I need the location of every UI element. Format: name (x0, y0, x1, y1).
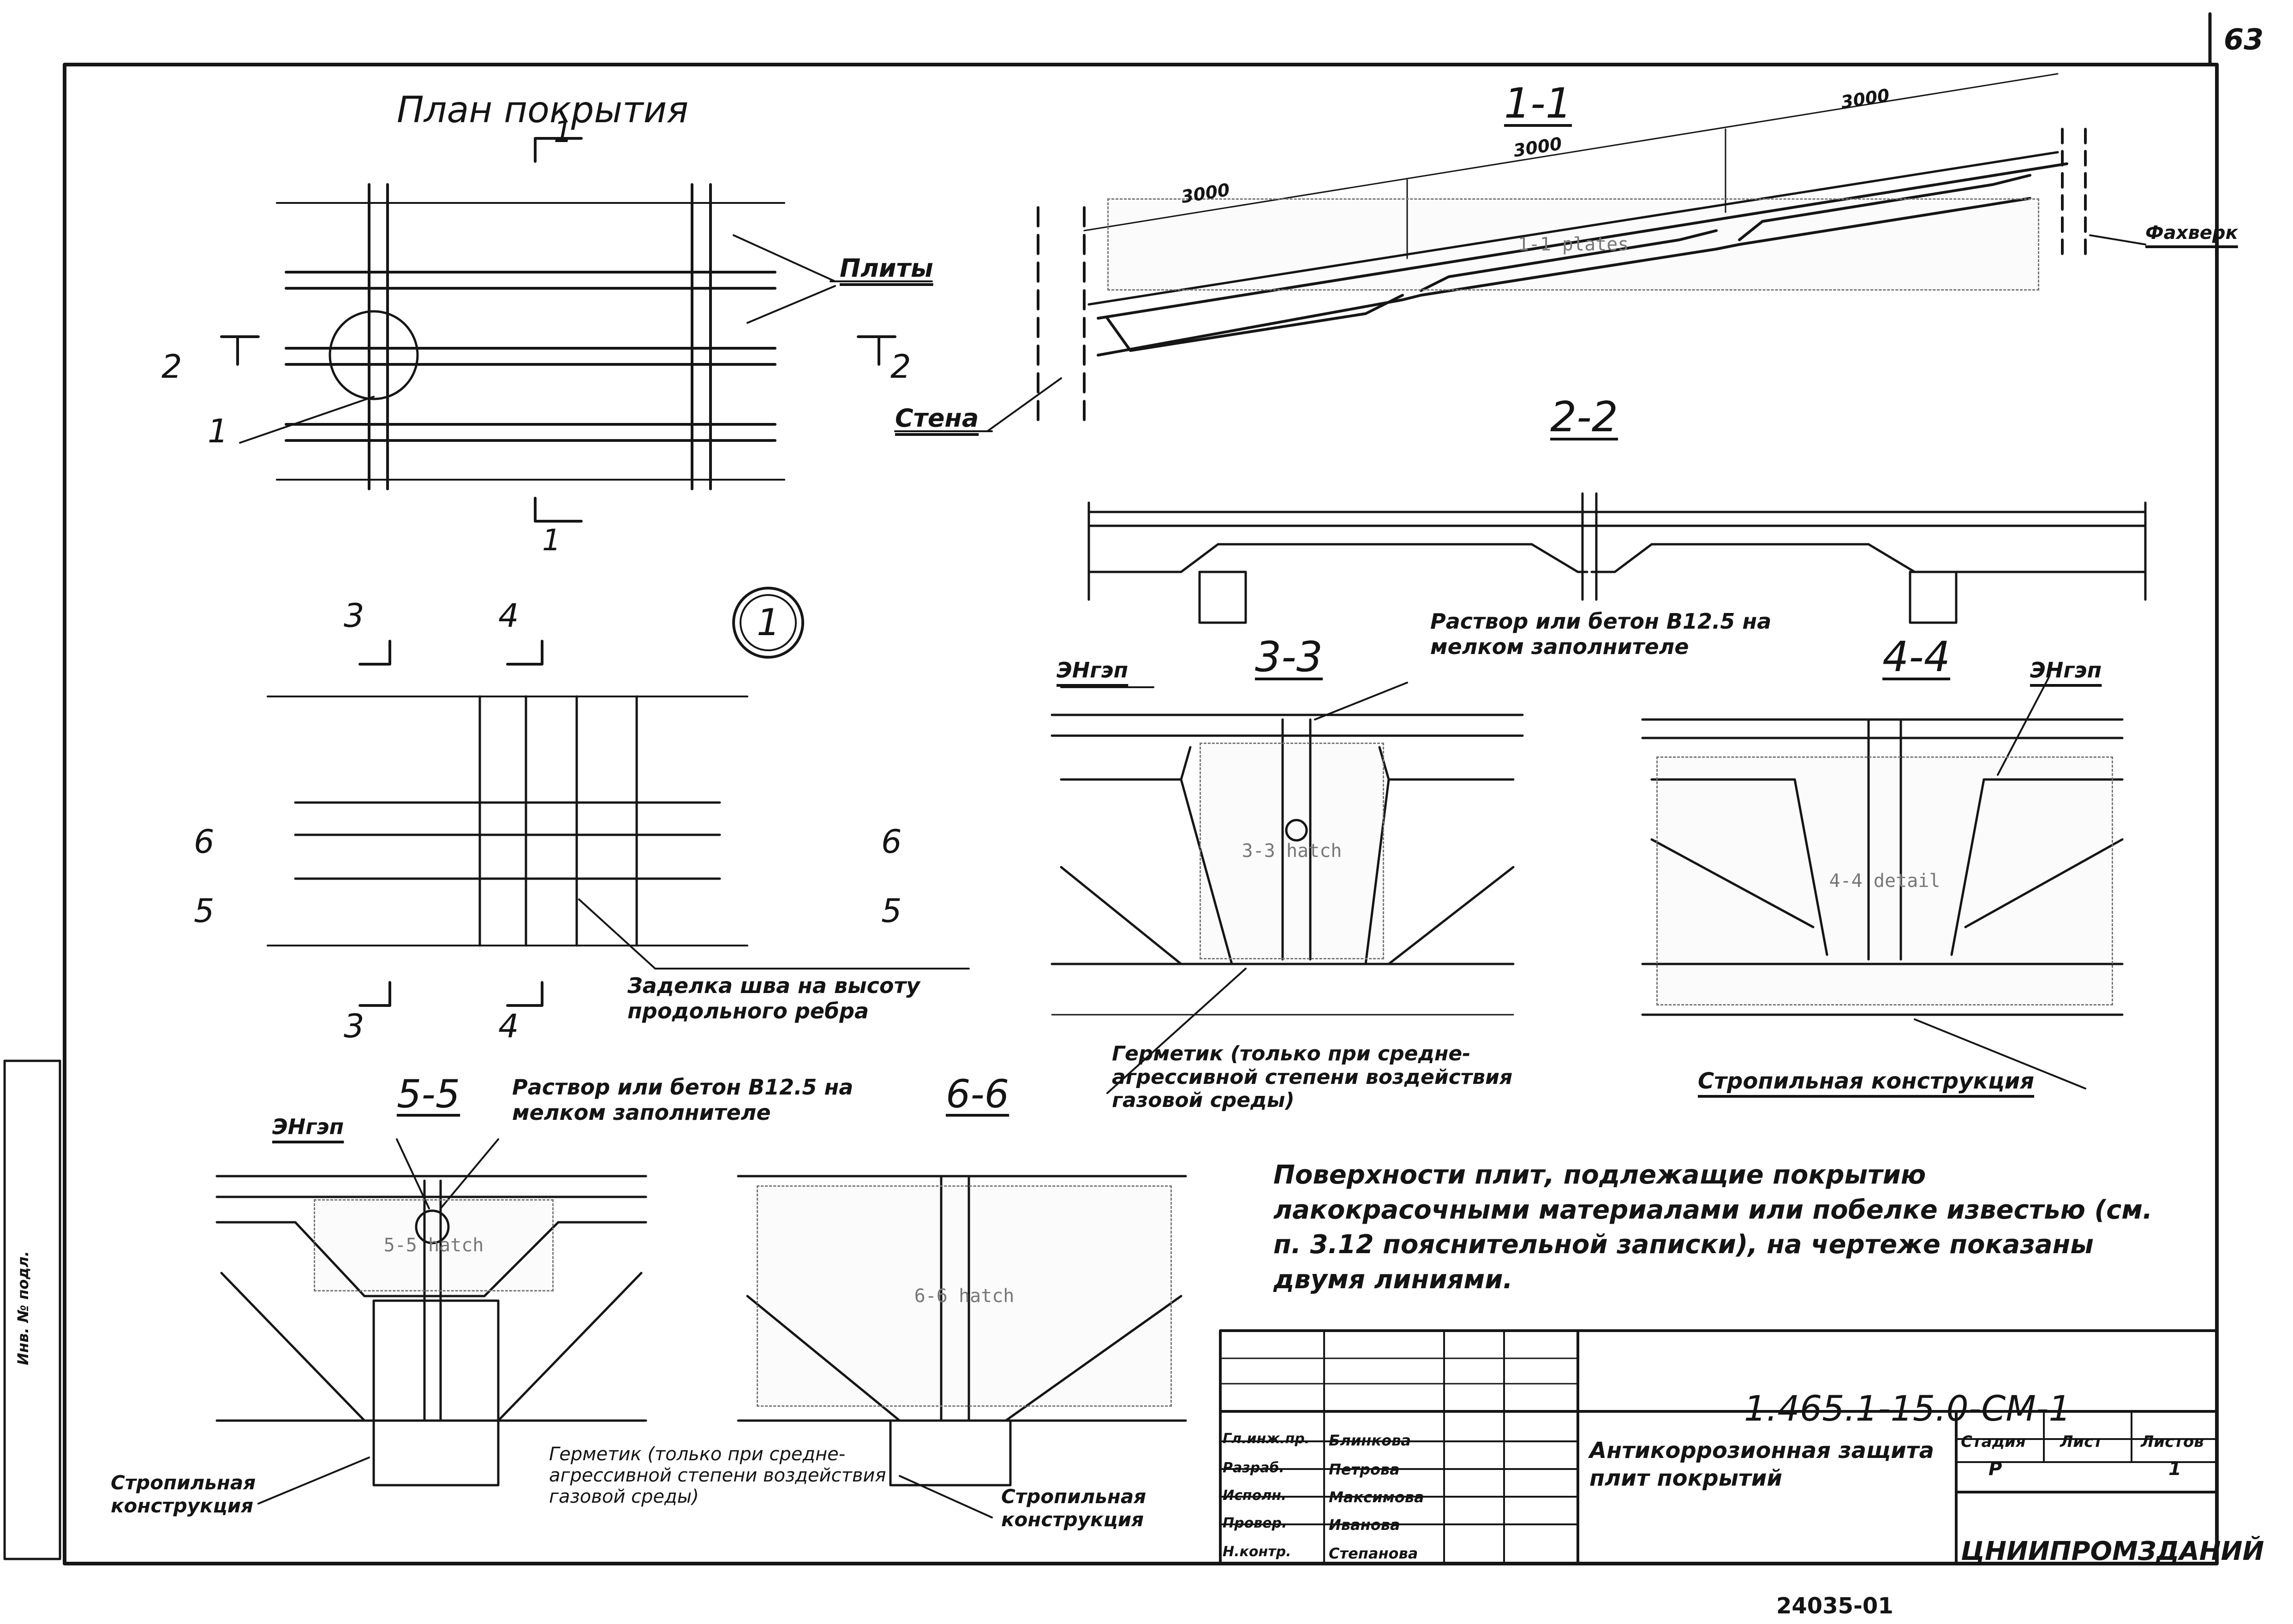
title-block-grid (1219, 1329, 2218, 1565)
section-4-4-title: 4-4 (1882, 633, 1950, 681)
title-block-sheet-title: Антикоррозионная защита плит покрытий (1589, 1438, 1934, 1491)
title-block-code: 1.465.1-15.0-СМ-1 (1744, 1388, 2071, 1429)
section-5-5-mortar-note: Раствор или бетон В12.5 на мелком заполн… (512, 1075, 854, 1125)
footer-number: 24035-01 (1776, 1593, 1893, 1619)
title-block-sheet-header: Лист (2060, 1433, 2102, 1451)
section-5-5-material: ЭНгэп (272, 1114, 344, 1139)
section-2-2-title: 2-2 (1550, 393, 1618, 441)
node-1-badge-circle (732, 587, 804, 659)
section-4-4-rafter-label: Стропильная конструкция (1698, 1068, 2035, 1094)
sheet-frame (63, 63, 2219, 1565)
section-6-6-hatching-placeholder: 6-6 hatch (757, 1185, 1172, 1407)
role-row-2: Разраб. (1223, 1460, 1284, 1476)
role-row-1: Гл.инж.пр. (1223, 1431, 1310, 1447)
title-block-stage: Р (1988, 1458, 2002, 1480)
plan-section-1-top: 1 (554, 115, 573, 149)
side-stamp-text: Инв. № подл. (14, 1251, 32, 1365)
section-1-1-title: 1-1 (1504, 79, 1572, 128)
section-6-6 (737, 1175, 1187, 1518)
role-row-3: Исполн. (1223, 1487, 1287, 1504)
plan-view (220, 137, 933, 523)
title-block-sheet: 1 (2168, 1458, 2181, 1480)
section-6-6-title: 6-6 (946, 1071, 1009, 1117)
plan-section-2-left: 2 (161, 348, 182, 386)
node-1-seam-note: Заделка шва на высоту продольного ребра (627, 973, 920, 1024)
section-4-4-detail-placeholder: 4-4 detail (1656, 756, 2113, 1005)
section-1-1-wall-label: Стена (895, 404, 979, 433)
title-block-sheets-header: Листов (2141, 1433, 2204, 1451)
node-1-mark-4-bottom: 4 (498, 1007, 519, 1045)
node-1-mark-5-right: 5 (881, 892, 902, 930)
side-stamp-frame (3, 1059, 61, 1560)
plan-node-ref: 1 (208, 412, 228, 450)
name-row-4: Иванова (1329, 1516, 1400, 1534)
sheet-number: 63 (2224, 23, 2264, 56)
node-1-mark-6-right: 6 (881, 823, 902, 861)
section-5-5-hatching-placeholder: 5-5 hatch (314, 1199, 554, 1291)
section-3-3-title: 3-3 (1255, 633, 1323, 681)
node-1-mark-3-top: 3 (344, 597, 364, 635)
role-row-4: Провер. (1223, 1515, 1287, 1531)
title-block-stage-header: Стадия (1961, 1433, 2026, 1451)
section-1-1-fakhverk-label: Фахверк (2145, 222, 2238, 244)
plan-section-1-bottom: 1 (542, 523, 561, 558)
section-4-4 (1641, 677, 2124, 1089)
name-row-3: Максимова (1329, 1488, 1424, 1506)
plan-node-circle (328, 310, 419, 400)
plan-section-2-right: 2 (890, 348, 911, 386)
section-3-3-hatching-placeholder: 3-3 hatch (1200, 743, 1384, 959)
section-5-5-rafter-label: Стропильная конструкция (111, 1471, 256, 1517)
general-note: Поверхности плит, подлежащие покрытию ла… (1273, 1160, 2153, 1295)
node-1-badge: 1 (757, 601, 780, 644)
title-block-org: ЦНИИПРОМЗДАНИЙ (1961, 1536, 2264, 1566)
node-1-mark-3-bottom: 3 (344, 1007, 364, 1045)
plan-title: План покрытия (397, 89, 689, 131)
section-2-2 (1087, 492, 2147, 624)
role-row-5: Н.контр. (1223, 1544, 1291, 1560)
section-1-1-plates-placeholder: 1-1 plates (1107, 198, 2039, 291)
name-row-1: Блинкова (1329, 1432, 1411, 1449)
section-5-5 (215, 1138, 647, 1505)
section-3-3-mortar-note: Раствор или бетон В12.5 на мелком заполн… (1430, 609, 1772, 660)
section-4-4-material: ЭНгэп (2030, 658, 2102, 683)
section-5-5-title: 5-5 (397, 1071, 460, 1117)
section-5-5-sealant-note: Герметик (только при средне-агрессивной … (549, 1444, 886, 1507)
section-3-3-sealant-note: Герметик (только при средне-агрессивной … (1112, 1042, 1513, 1112)
name-row-2: Петрова (1329, 1461, 1400, 1478)
section-1-1 (894, 73, 2146, 432)
section-3-3 (1051, 682, 1524, 1094)
plan-plates-label: Плиты (840, 254, 933, 283)
section-3-3-material: ЭНгэп (1057, 658, 1129, 683)
name-row-5: Степанова (1329, 1545, 1418, 1562)
node-1-mark-5-left: 5 (194, 892, 215, 930)
node-1-mark-4-top: 4 (498, 597, 519, 635)
section-6-6-rafter-label: Стропильная конструкция (1001, 1485, 1146, 1531)
node-1-mark-6-left: 6 (194, 823, 215, 861)
node-1-detail (267, 587, 970, 1007)
